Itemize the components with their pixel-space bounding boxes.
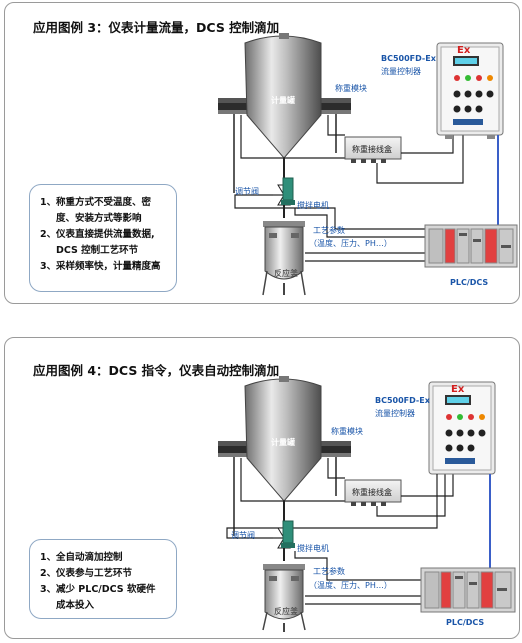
system-diagram	[218, 376, 516, 632]
application-panel-3: 应用图例 3：仪表计量流量，DCS 控制滴加	[4, 2, 520, 304]
weigh-module-right	[317, 98, 351, 114]
plc-label: PLC/DCS	[450, 278, 489, 287]
process-params-label: 工艺参数	[313, 567, 345, 576]
note-item: 1、称重方式不受温度、密度、安装方式等影响	[40, 197, 152, 224]
feature-notes: 1、称重方式不受温度、密度、安装方式等影响 2、仪表直接提供流量数据,DCS 控…	[29, 184, 177, 292]
plc-label: PLC/DCS	[446, 618, 485, 627]
metering-tank	[244, 35, 322, 159]
reactor-vessel	[262, 564, 306, 632]
process-params-detail: （温度、压力、PH…）	[309, 581, 392, 590]
plc-dcs-rack	[424, 224, 518, 268]
note-item: 2、仪表直接提供流量数据,DCS 控制工艺环节	[40, 229, 155, 256]
junction-box	[344, 479, 402, 506]
controller-name-label: 流量控制器	[381, 67, 421, 76]
system-diagram	[218, 33, 518, 296]
motor-label: 搅拌电机	[297, 544, 329, 553]
weigh-module-label: 称重模块	[335, 84, 367, 93]
controller-model-label: BC500FD-Ex	[375, 396, 430, 405]
valve-label: 调节阀	[235, 187, 259, 196]
ex-mark: Ex	[457, 45, 471, 56]
ex-mark: Ex	[451, 384, 465, 395]
note-item: 3、减少 PLC/DCS 软硬件成本投入	[40, 584, 156, 611]
panel-title: 应用图例 4：DCS 指令，仪表自动控制滴加	[33, 363, 280, 378]
tank-label: 计量罐	[271, 438, 295, 447]
plc-dcs-rack	[420, 567, 516, 613]
panel-title: 应用图例 3：仪表计量流量，DCS 控制滴加	[33, 20, 280, 35]
process-params-label: 工艺参数	[313, 226, 345, 235]
weigh-module-label: 称重模块	[331, 427, 363, 436]
weigh-module-left	[218, 441, 248, 457]
weigh-module-left	[218, 98, 248, 114]
metering-tank	[244, 378, 322, 502]
reactor-label: 反应釜	[274, 269, 298, 278]
motor-label: 搅拌电机	[297, 201, 329, 210]
reactor-label: 反应釜	[274, 607, 298, 616]
valve-label: 调节阀	[231, 531, 255, 540]
controller-model-label: BC500FD-Ex	[381, 54, 436, 63]
flow-controller-cabinet	[428, 381, 496, 475]
controller-name-label: 流量控制器	[375, 409, 415, 418]
flow-controller-cabinet	[436, 42, 504, 139]
junction-box-label: 称重接线盒	[352, 145, 392, 154]
junction-box	[344, 136, 402, 163]
note-item: 1、全自动滴加控制	[40, 552, 123, 563]
process-params-detail: （温度、压力、PH…）	[309, 239, 392, 248]
note-item: 2、仪表参与工艺环节	[40, 568, 133, 579]
reactor-vessel	[262, 221, 306, 296]
feature-notes: 1、全自动滴加控制 2、仪表参与工艺环节 3、减少 PLC/DCS 软硬件成本投…	[29, 539, 177, 619]
note-item: 3、采样频率快，计量精度高	[40, 261, 161, 272]
tank-label: 计量罐	[271, 96, 295, 105]
stirring-motor	[281, 520, 295, 548]
weigh-module-right	[317, 441, 351, 457]
application-panel-4: 应用图例 4：DCS 指令，仪表自动控制滴加	[4, 337, 520, 639]
junction-box-label: 称重接线盒	[352, 488, 392, 497]
stirring-motor	[281, 177, 295, 205]
